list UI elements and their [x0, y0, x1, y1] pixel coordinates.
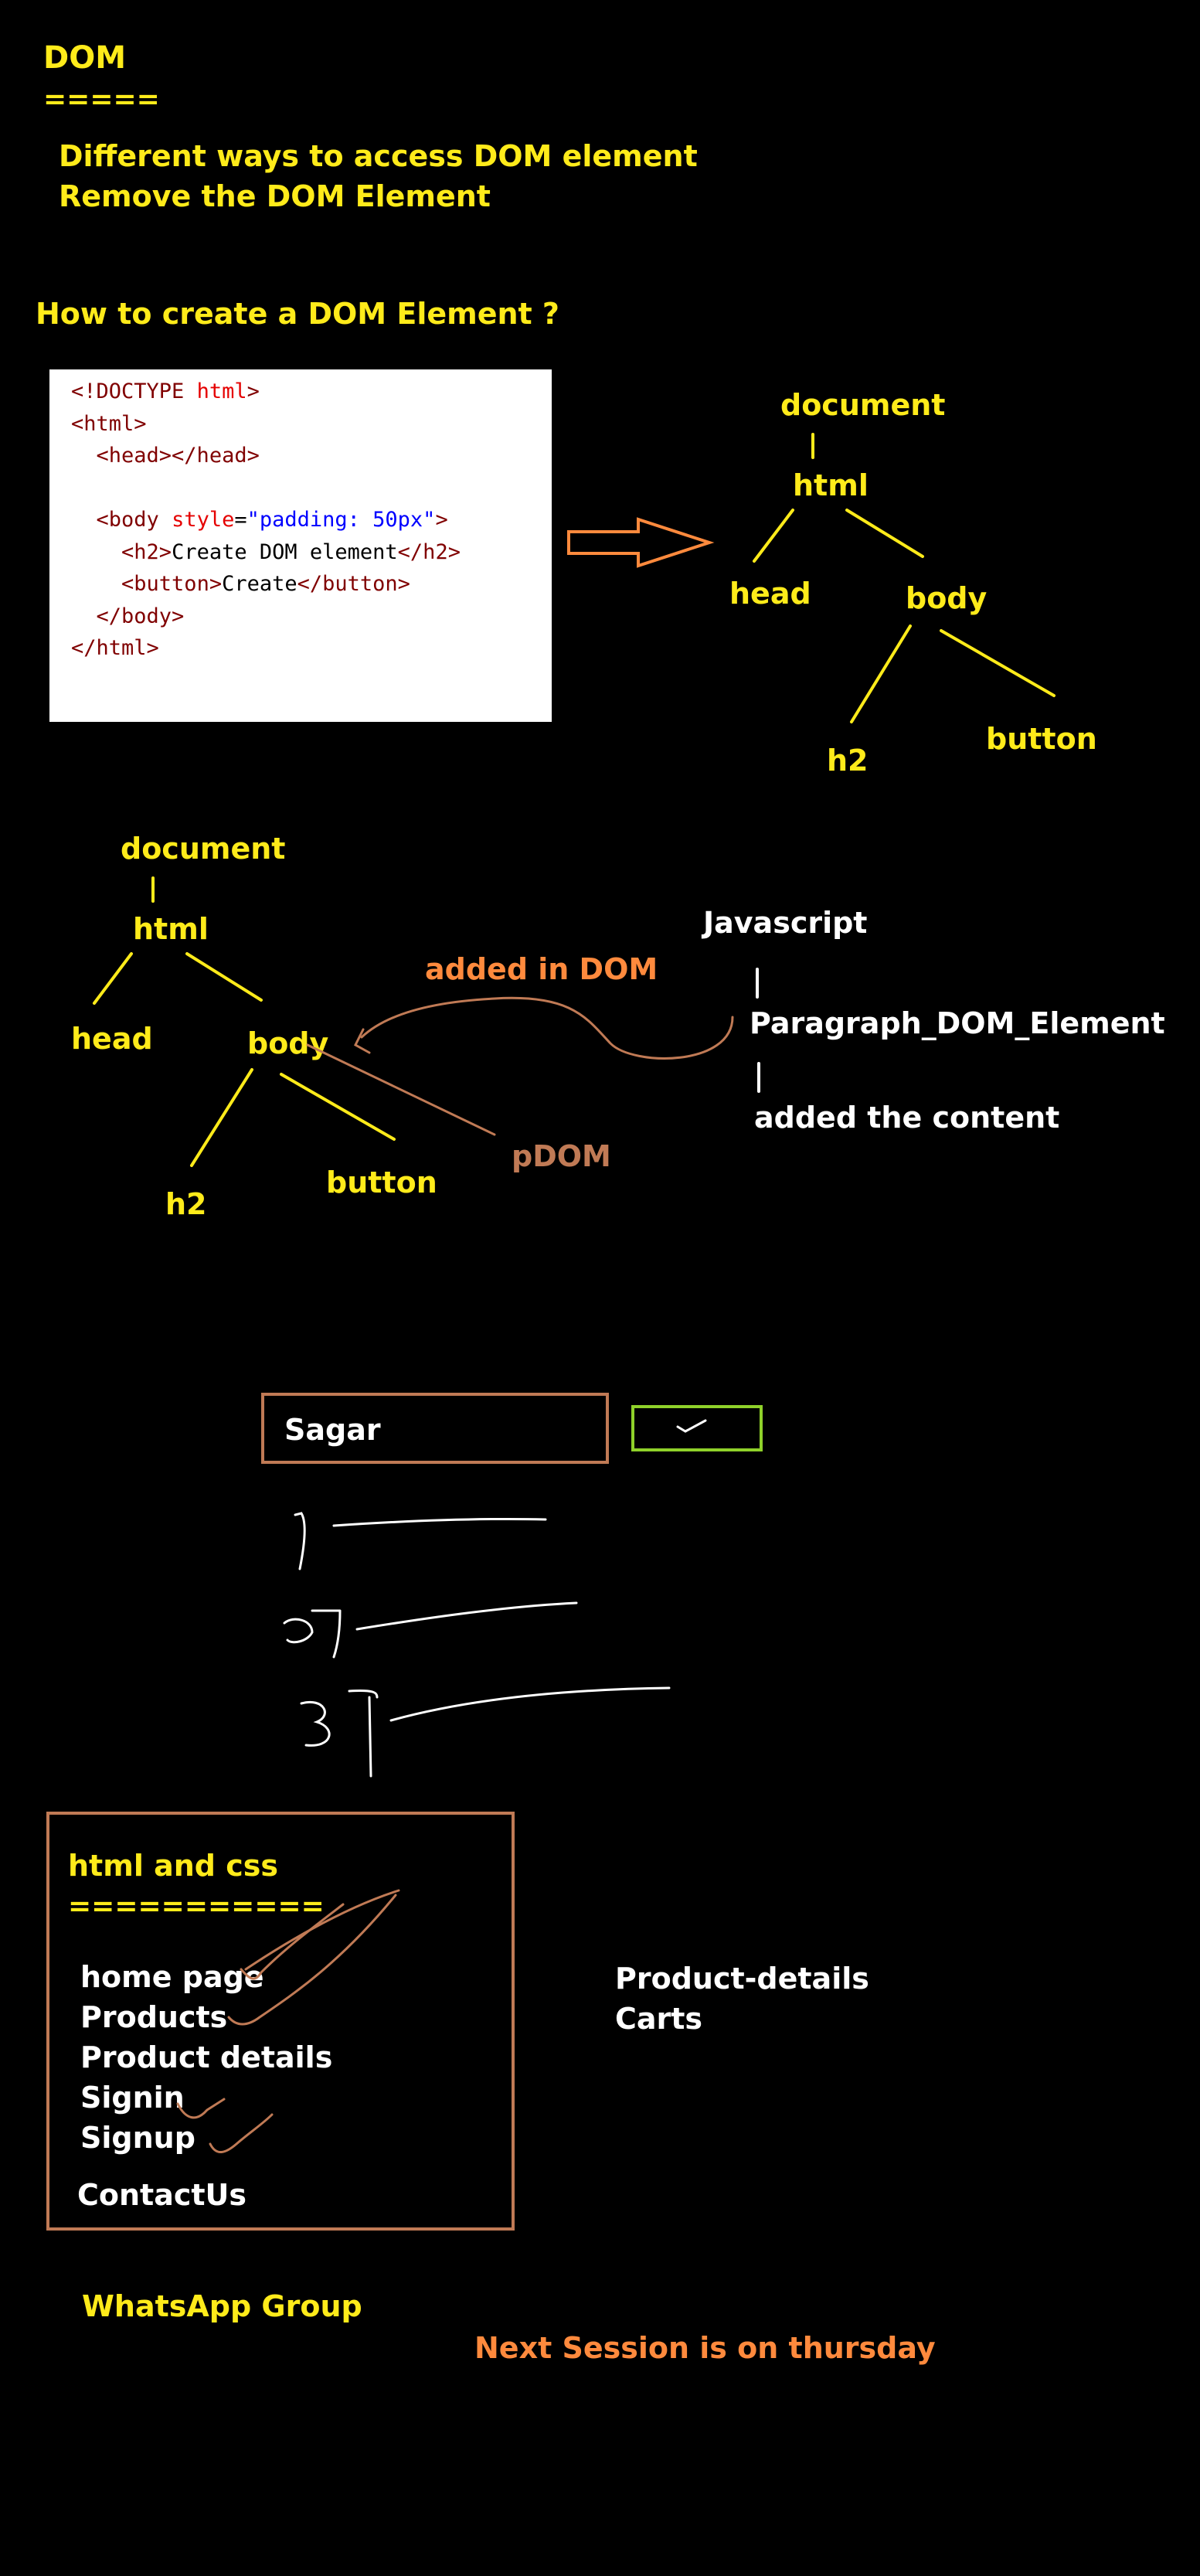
code-token: Create: [222, 572, 297, 596]
code-line: <body style="padding: 50px">: [71, 504, 552, 536]
course-checkmarks: [176, 1889, 400, 2153]
title-underline: =====: [43, 83, 160, 115]
check-icon: [676, 1419, 707, 1433]
code-token: "padding: 50px": [246, 508, 436, 532]
code-token: <button>: [121, 572, 223, 596]
pdom-connector: [306, 996, 734, 1136]
code-content: <!DOCTYPE html><html> <head></head> <bod…: [49, 369, 552, 665]
js-step-paragraph: Paragraph_DOM_Element: [750, 1006, 1165, 1040]
tree1-edges: [753, 433, 1056, 723]
topic-remove: Remove the DOM Element: [59, 179, 491, 213]
added-in-dom-label: added in DOM: [425, 952, 658, 986]
course-item-contactus: ContactUs: [77, 2178, 247, 2212]
course-item-products: Products: [80, 2000, 228, 2034]
course-item-signin: Signin: [80, 2081, 185, 2115]
tree1-document: document: [780, 388, 946, 422]
code-token: <!DOCTYPE: [71, 379, 197, 403]
code-token: <head></head>: [96, 444, 260, 468]
tree1-head: head: [729, 577, 811, 611]
code-token: <html>: [71, 411, 147, 436]
tree1-body: body: [906, 581, 988, 615]
code-token: html: [196, 379, 247, 403]
code-token: </body>: [96, 604, 185, 628]
code-token: </html>: [71, 636, 159, 660]
code-token: Create DOM element: [172, 539, 398, 564]
tree1-button: button: [986, 722, 1097, 756]
topic-access: Different ways to access DOM element: [59, 139, 698, 173]
course-item-signup: Signup: [80, 2121, 195, 2155]
whatsapp-group: WhatsApp Group: [82, 2289, 362, 2323]
code-line: <button>Create</button>: [71, 568, 552, 601]
next-session: Next Session is on thursday: [474, 2331, 936, 2365]
code-token: style: [172, 508, 235, 532]
tree1-h2: h2: [827, 744, 869, 778]
pdom-label: pDOM: [512, 1139, 611, 1173]
js-step-content: added the content: [754, 1101, 1060, 1135]
todo-input-value: Sagar: [284, 1413, 381, 1447]
code-line: </html>: [71, 632, 552, 665]
question-heading: How to create a DOM Element ?: [36, 297, 559, 331]
course-item-home: home page: [80, 1960, 264, 1994]
code-line: <h2>Create DOM element</h2>: [71, 536, 552, 569]
tree2-button: button: [326, 1165, 437, 1200]
tree1-html: html: [793, 468, 869, 502]
page-title: DOM: [43, 40, 127, 76]
code-token: </h2>: [397, 539, 461, 564]
code-token: >: [246, 379, 260, 403]
tree2-head: head: [71, 1022, 153, 1056]
side-item-product-details: Product-details: [615, 1962, 869, 1996]
code-editor: <!DOCTYPE html><html> <head></head> <bod…: [49, 369, 552, 722]
tree2-edges: [93, 876, 396, 1167]
course-underline: ===========: [68, 1890, 325, 1922]
right-arrow-icon: [567, 517, 715, 568]
code-token: <h2>: [121, 539, 172, 564]
course-outline-box: [46, 1812, 515, 2231]
code-token: </button>: [297, 572, 410, 596]
todo-input[interactable]: Sagar: [261, 1393, 609, 1464]
code-line: <html>: [71, 408, 552, 441]
add-todo-button[interactable]: [631, 1405, 763, 1451]
js-title: Javascript: [703, 906, 868, 940]
code-token: <body: [96, 508, 172, 532]
course-item-product-details: Product details: [80, 2040, 333, 2074]
side-item-carts: Carts: [615, 2002, 703, 2036]
tree2-document: document: [121, 832, 286, 866]
course-title: html and css: [68, 1849, 278, 1883]
code-token: =: [234, 508, 247, 532]
code-line: <head></head>: [71, 440, 552, 472]
tree2-body: body: [247, 1026, 329, 1060]
code-line: </body>: [71, 601, 552, 633]
handwritten-list: [283, 1512, 671, 1778]
tree2-h2: h2: [165, 1187, 207, 1221]
tree2-html: html: [133, 912, 209, 946]
code-token: >: [435, 508, 448, 532]
js-flow-bars: [756, 968, 760, 1093]
code-line: <!DOCTYPE html>: [71, 376, 552, 408]
